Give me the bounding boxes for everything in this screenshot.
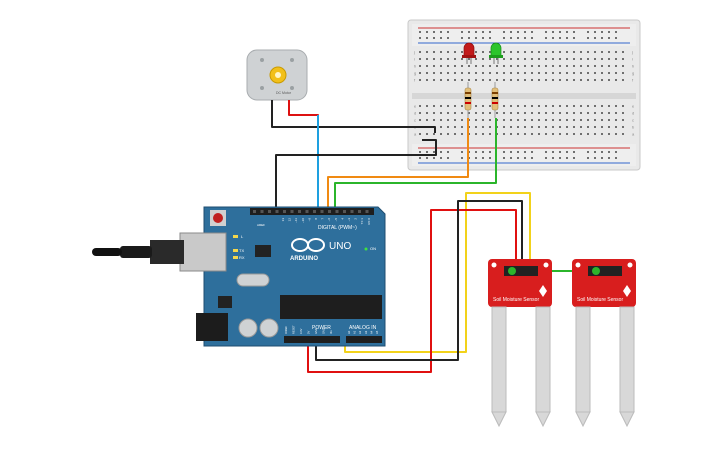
breadboard-row-letter-right-9: a [632, 132, 635, 137]
soil-moisture-sensor-1[interactable]: Soil Moisture Sensor [488, 259, 552, 428]
wire-green[interactable] [334, 118, 497, 207]
power-pin-label: 5V [307, 331, 311, 334]
sensor2-label: Soil Moisture Sensor [577, 297, 623, 303]
breadboard-row-letter-right-1: i [632, 57, 633, 62]
power-pin-label: Vin [329, 330, 333, 334]
on-led-label: ON [370, 246, 376, 251]
digital-pin-label: ~11 [294, 218, 298, 223]
arduino-logo [291, 238, 325, 252]
digital-pin-label: RX 0 [367, 218, 371, 225]
breadboard-row-letter-left-6: d [414, 111, 416, 116]
analog-pin-label: A3 [364, 330, 368, 334]
digital-pin-label: 13 [281, 218, 285, 222]
motor-label: DC Motor [276, 91, 292, 95]
power-header-label: POWER [312, 325, 331, 331]
resistor-2[interactable] [491, 82, 499, 118]
digital-pin-label: 8 [314, 218, 318, 220]
digital-pin-label: ~3 [347, 218, 351, 222]
digital-header-label: DIGITAL (PWM~) [318, 225, 357, 231]
analog-pin-label: A5 [375, 330, 379, 334]
sensor1-label: Soil Moisture Sensor [493, 297, 539, 303]
arduino-brand: ARDUINO [290, 256, 318, 262]
breadboard-row-letter-left-5: e [414, 104, 417, 109]
green-led[interactable] [489, 42, 503, 64]
wire-orange[interactable] [327, 118, 469, 207]
digital-pin-label: ~5 [334, 218, 338, 222]
digital-pin-label: 12 [288, 218, 292, 222]
digital-pin-label: ~10 [301, 218, 305, 223]
aref-label: AREF [257, 223, 265, 227]
rx-led-label: RX [239, 255, 245, 260]
breadboard-row-letter-right-5: e [632, 104, 635, 109]
breadboard-row-letter-left-4: f [414, 78, 416, 83]
wire-red-motor[interactable] [288, 108, 319, 127]
wire-red-power[interactable] [307, 209, 517, 373]
breadboard-row-letter-left-0: j [413, 50, 415, 55]
breadboard-row-letter-left-7: c [414, 118, 416, 123]
breadboard-row-letter-right-2: h [632, 64, 634, 69]
analog-pin-label: A4 [369, 330, 373, 334]
analog-header-label: ANALOG IN [349, 325, 377, 331]
wire-black-gnd[interactable] [275, 139, 437, 207]
breadboard-row-letter-right-4: f [632, 78, 634, 83]
breadboard-row-letter-left-3: g [414, 71, 416, 76]
power-pin-label: GND [314, 328, 318, 334]
digital-pin-label: ~6 [327, 218, 331, 222]
breadboard-row-letter-right-8: b [632, 125, 635, 130]
breadboard-row-letter-left-1: i [414, 57, 415, 62]
power-pin-label: GND [322, 328, 326, 334]
breadboard-row-letter-right-6: d [632, 111, 634, 116]
digital-pin-label: TX 1 [360, 218, 364, 225]
power-pin-label: RESET [292, 325, 296, 334]
on-led-icon [364, 247, 368, 251]
dc-motor[interactable]: DC Motor [246, 49, 308, 108]
breadboard-row-letter-right-0: j [631, 50, 633, 55]
tx-led-label: TX [239, 248, 244, 253]
digital-pin-label: 4 [340, 218, 344, 220]
breadboard-row-letter-left-9: a [414, 132, 417, 137]
red-led[interactable] [462, 42, 476, 64]
breadboard-row-letter-left-2: h [414, 64, 416, 69]
resistor-1[interactable] [464, 82, 472, 118]
l-led-label: L [241, 234, 244, 239]
digital-pin-label: ~9 [307, 218, 311, 222]
analog-pin-label: A0 [347, 330, 351, 334]
digital-pin-label: 7 [321, 218, 325, 220]
wire-black-motor[interactable] [271, 108, 436, 133]
analog-pin-label: A1 [353, 330, 357, 334]
analog-pin-label: A2 [358, 330, 362, 334]
digital-pin-label: 2 [354, 218, 358, 220]
wire-black-sensor[interactable] [315, 200, 523, 361]
breadboard-row-letter-right-3: g [632, 71, 634, 76]
wire-yellow[interactable] [344, 192, 531, 353]
power-pin-label: 3.3V [299, 328, 303, 334]
breadboard-row-letter-right-7: c [632, 118, 634, 123]
soil-moisture-sensor-2[interactable]: Soil Moisture Sensor [572, 259, 636, 428]
arduino-model: UNO [329, 241, 351, 252]
power-pin-label: IOREF [284, 326, 288, 334]
